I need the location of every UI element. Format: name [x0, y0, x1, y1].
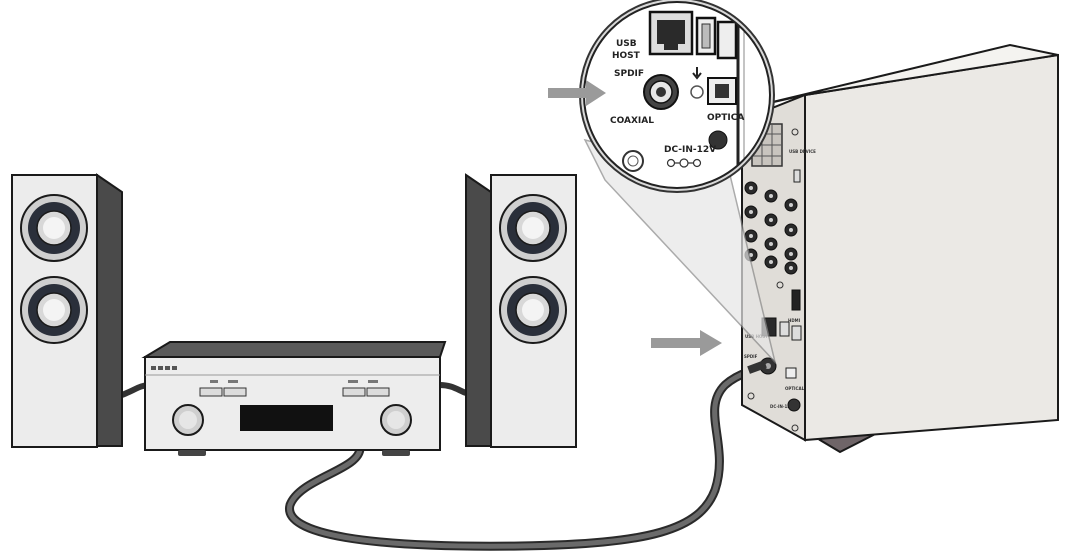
- callout-coaxial-port: [643, 74, 679, 110]
- usb-host-port-1: [779, 321, 790, 337]
- amplifier-buttons-left: [199, 380, 247, 397]
- left-speaker: [11, 173, 123, 448]
- usb-host-port-2: [791, 325, 802, 341]
- dc-in-port: [787, 398, 801, 412]
- amplifier-indicators: [151, 366, 177, 370]
- callout-magnifier: USB HOST SPDIF COAXIAL OPTICA DC-IN-12V: [579, 0, 775, 193]
- panel-label-hdmi: HDMI: [788, 318, 801, 323]
- panel-label-optical: OPTICAL: [785, 386, 805, 391]
- optical-port: [785, 367, 797, 379]
- amplifier-buttons-right: [342, 380, 390, 397]
- download-arrow-icon: [692, 67, 702, 80]
- speaker-driver-bottom: [499, 276, 567, 344]
- callout-lan-port: [648, 10, 694, 56]
- callout-label-spdif: SPDIF: [614, 69, 644, 79]
- callout-label-usb: USB: [616, 39, 637, 49]
- callout-label-host: HOST: [612, 51, 641, 61]
- panel-label-spdif: SPDIF: [744, 354, 758, 359]
- media-player: USB DEVICE HDMI USB HOST SPDIF OPTICAL D…: [741, 43, 1059, 454]
- callout-label-coaxial: COAXIAL: [610, 116, 654, 126]
- callout-label-optical: OPTICA: [707, 113, 744, 123]
- speaker-driver-top: [20, 194, 88, 262]
- amplifier: [141, 341, 447, 456]
- panel-label-dc-in: DC-IN-12V: [770, 404, 794, 409]
- callout-usb-host-port: [695, 16, 738, 60]
- right-speaker: [465, 173, 577, 448]
- usb-device-port: [793, 169, 801, 183]
- speaker-driver-bottom: [20, 276, 88, 344]
- coaxial-plug: [747, 360, 767, 374]
- hdmi-port: [791, 289, 801, 311]
- pointer-arrow-device: [651, 330, 722, 356]
- amplifier-knob-right: [380, 404, 412, 436]
- amplifier-display: [240, 405, 333, 431]
- panel-label-usb-device: USB DEVICE: [789, 149, 816, 154]
- callout-label-dc-in: DC-IN-12V: [664, 145, 716, 155]
- dc-polarity-icon: [666, 158, 702, 168]
- speaker-driver-top: [499, 194, 567, 262]
- speaker-wire-right: [439, 382, 468, 396]
- callout-optical-port: [707, 77, 737, 105]
- pointer-arrow-callout: [548, 80, 606, 106]
- amplifier-knob-left: [172, 404, 204, 436]
